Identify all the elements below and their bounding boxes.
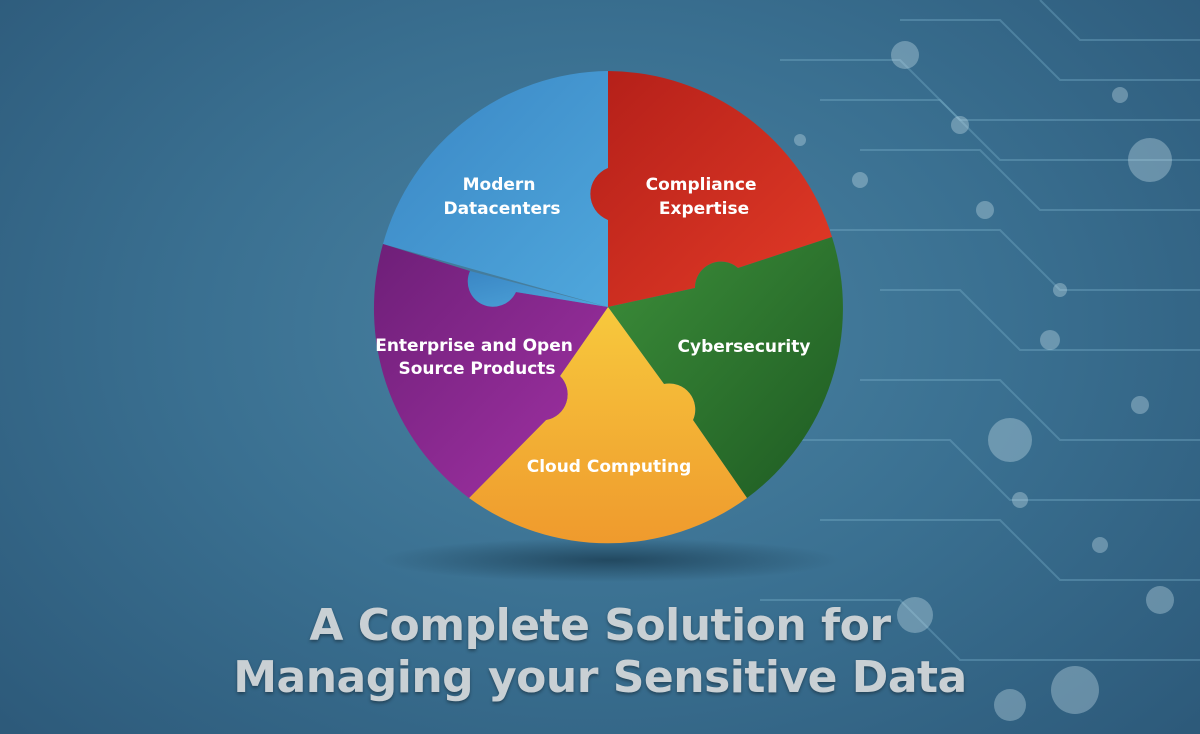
segment-modern-datacenters xyxy=(383,71,608,307)
segment-cloud-computing xyxy=(469,307,747,544)
label-cybersecurity: Cybersecurity xyxy=(678,337,811,357)
headline-line-1: A Complete Solution for xyxy=(309,600,891,651)
label-compliance-expertise: Compliance Expertise xyxy=(646,175,763,219)
label-modern-datacenters: Modern Datacenters xyxy=(443,175,560,219)
wheel-shadow xyxy=(380,538,840,582)
segment-compliance-expertise xyxy=(590,71,832,307)
label-enterprise-open-source: Enterprise and Open Source Products xyxy=(375,336,579,379)
headline-line-2: Managing your Sensitive Data xyxy=(233,652,967,703)
label-cloud-computing: Cloud Computing xyxy=(527,457,692,477)
segment-cybersecurity xyxy=(608,237,843,498)
segment-modern-datacenters-tab xyxy=(467,271,608,307)
headline: A Complete Solution for Managing your Se… xyxy=(0,600,1200,704)
segment-enterprise-open-source xyxy=(373,244,608,498)
